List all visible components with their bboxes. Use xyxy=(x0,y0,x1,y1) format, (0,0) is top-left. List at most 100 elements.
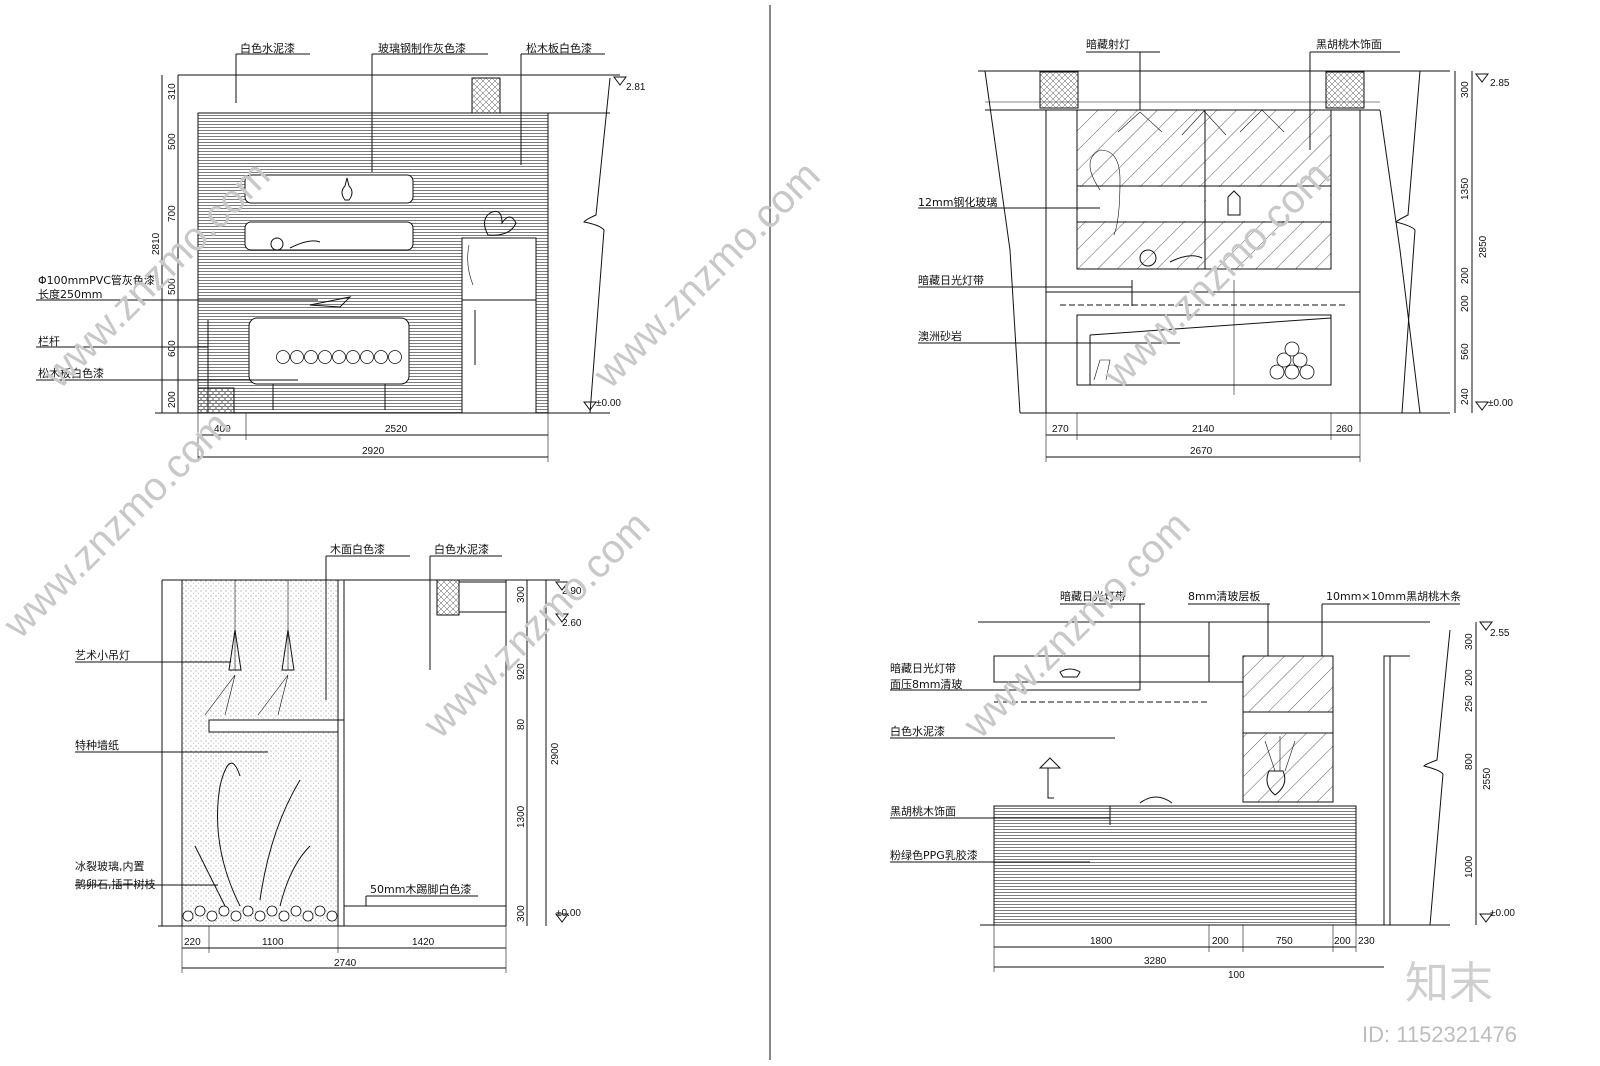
p3-level-2: ±0.00 xyxy=(556,908,581,919)
p3-vdim-0: 300 xyxy=(516,586,527,603)
p3-hdim-0: 220 xyxy=(184,937,201,948)
p4-level-0: 2.55 xyxy=(1490,628,1510,639)
break-line xyxy=(1423,629,1451,926)
elevation-panel-3 xyxy=(75,555,569,973)
p2-vdim-0: 300 xyxy=(1460,81,1471,98)
p3-hdim-3: 2740 xyxy=(334,958,357,969)
hanging-plant-icon xyxy=(1089,149,1121,236)
watermark-text: www.znzmo.com xyxy=(955,503,1199,747)
p2-vdim-2: 2850 xyxy=(1478,235,1489,258)
break-line xyxy=(1395,70,1421,414)
p1-vdim-4: 500 xyxy=(167,278,178,295)
brand-logo: 知末 xyxy=(1405,958,1493,1009)
p1-label-3: Φ100mmPVC管灰色漆 xyxy=(38,273,155,287)
p1-vdim-5: 600 xyxy=(167,340,178,357)
p2-level-0: 2.85 xyxy=(1490,78,1510,89)
p2-vdim-5: 560 xyxy=(1460,343,1471,360)
watermark-text: www.znzmo.com xyxy=(415,503,659,747)
p2-label-3: 暗藏日光灯带 xyxy=(918,273,984,287)
refrigerator xyxy=(461,237,537,414)
p2-label-4: 澳洲砂岩 xyxy=(918,329,962,343)
image-id: ID: 1152321476 xyxy=(1362,1022,1517,1047)
shelf-upper xyxy=(244,174,414,204)
p4-hdim-5: 3280 xyxy=(1144,956,1167,967)
p3-label-0: 木面白色漆 xyxy=(330,542,385,556)
p4-vdim-5: 1000 xyxy=(1464,855,1475,878)
p3-vdim-3: 2900 xyxy=(550,742,561,765)
firewood-stack xyxy=(1269,341,1315,380)
p4-label-4: 面压8mm清玻 xyxy=(890,678,962,691)
p4-vdim-3: 800 xyxy=(1464,753,1475,770)
plant-icon xyxy=(484,210,517,236)
elevation-panel-4 xyxy=(890,603,1493,972)
p2-label-1: 黑胡桃木饰面 xyxy=(1316,37,1382,51)
p1-vdim-1: 500 xyxy=(167,133,178,150)
p2-vdim-1: 1350 xyxy=(1460,177,1471,200)
p4-hdim-3: 200 xyxy=(1334,936,1351,947)
watermark-text: www.znzmo.com xyxy=(585,153,829,397)
p1-label-0: 白色水泥漆 xyxy=(240,41,295,55)
flower-pot-icon xyxy=(1266,770,1286,796)
p1-label-5: 栏杆 xyxy=(38,334,60,348)
p2-vdim-4: 200 xyxy=(1460,295,1471,312)
p4-label-2: 10mm×10mm黑胡桃木条 xyxy=(1326,589,1461,603)
p1-label-4: 长度250mm xyxy=(38,287,102,301)
walnut-counter xyxy=(993,805,1357,926)
p2-hdim-3: 2670 xyxy=(1190,446,1213,457)
p1-vdim-6: 200 xyxy=(167,391,178,408)
p2-label-0: 暗藏射灯 xyxy=(1086,37,1130,51)
p1-vdim-3: 2810 xyxy=(151,232,162,255)
p4-vdim-2: 250 xyxy=(1464,695,1475,712)
p4-vdim-4: 2550 xyxy=(1482,767,1493,790)
p4-hdim-1: 200 xyxy=(1212,936,1229,947)
p3-label-4: 冰裂玻璃,内置 xyxy=(75,859,145,873)
p1-vdim-2: 700 xyxy=(167,205,178,222)
bowl-icon xyxy=(1059,668,1081,678)
shelf-lower xyxy=(244,221,414,251)
p1-hdim-0: 400 xyxy=(214,424,231,435)
p2-vdim-3: 200 xyxy=(1460,267,1471,284)
p4-hdim-2: 750 xyxy=(1276,936,1293,947)
p3-label-1: 白色水泥漆 xyxy=(434,542,489,556)
p3-level-1: 2.60 xyxy=(562,618,582,629)
break-line xyxy=(583,77,611,414)
fruit-bowl-icon xyxy=(309,296,352,308)
p4-label-6: 黑胡桃木饰面 xyxy=(890,804,956,818)
wine-rack xyxy=(276,350,402,364)
elevation-panel-1 xyxy=(36,53,627,462)
p1-label-1: 玻璃钢制作灰色漆 xyxy=(378,41,466,55)
p1-label-6: 松木板白色漆 xyxy=(38,366,104,380)
p4-label-0: 暗藏日光灯带 xyxy=(1060,589,1126,603)
dry-branches xyxy=(194,762,311,907)
p3-vdim-1: 920 xyxy=(516,663,527,680)
spotlight-beams xyxy=(1117,109,1285,136)
p1-label-2: 松木板白色漆 xyxy=(526,41,592,55)
p2-hdim-2: 260 xyxy=(1336,424,1353,435)
p3-label-3: 特种墙纸 xyxy=(75,738,119,752)
p1-vdim-0: 310 xyxy=(167,83,178,100)
p1-level-0: 2.81 xyxy=(626,82,646,93)
p1-hdim-1: 2520 xyxy=(385,424,408,435)
vase-icon xyxy=(341,177,353,201)
p4-label-5: 白色水泥漆 xyxy=(890,724,945,738)
p2-hdim-0: 270 xyxy=(1052,424,1069,435)
clock-icon xyxy=(1139,249,1157,267)
pendant-lamp-icon xyxy=(228,629,295,671)
wallpaper-wall xyxy=(181,579,339,927)
clock-icon xyxy=(270,237,284,251)
elevation-panel-2 xyxy=(918,51,1489,462)
p4-label-3: 暗藏日光灯带 xyxy=(890,661,956,675)
lamp-figure-icon xyxy=(1038,757,1062,799)
p1-hdim-2: 2920 xyxy=(362,446,385,457)
walnut-panel xyxy=(1242,655,1334,713)
p3-hdim-2: 1420 xyxy=(412,937,435,948)
p4-vdim-0: 300 xyxy=(1464,633,1475,650)
p4-level-1: ±0.00 xyxy=(1490,908,1515,919)
p3-vdim-5: 300 xyxy=(516,905,527,922)
p4-hdim-4: 230 xyxy=(1358,936,1375,947)
p3-vdim-2: 80 xyxy=(516,718,527,730)
p2-level-1: ±0.00 xyxy=(1488,398,1513,409)
p3-hdim-1: 1100 xyxy=(262,937,284,948)
p2-vdim-6: 240 xyxy=(1460,388,1471,405)
chair-icon xyxy=(1093,359,1111,381)
